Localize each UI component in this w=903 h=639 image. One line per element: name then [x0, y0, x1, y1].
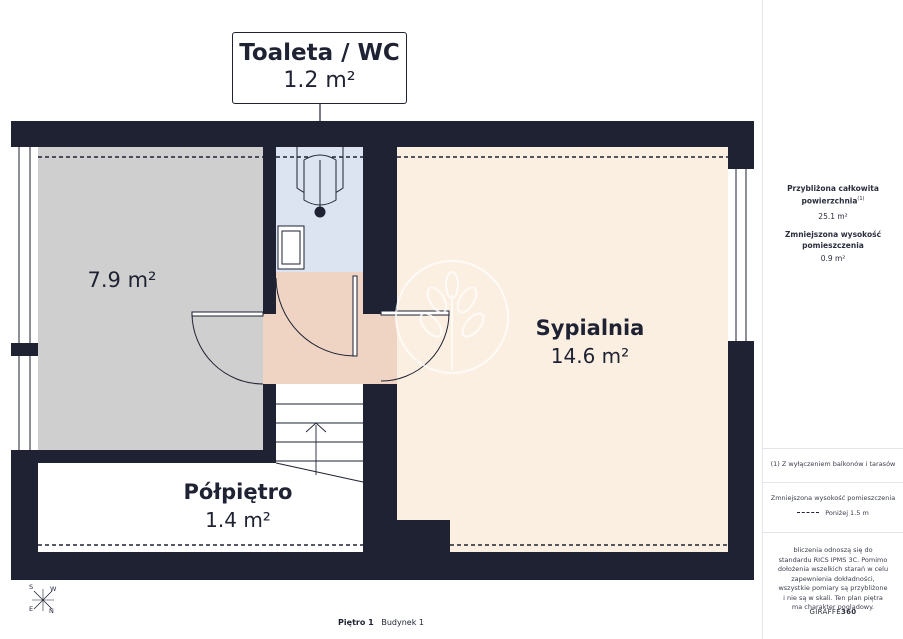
hallway-floor: [276, 272, 363, 384]
toilet-title: Toaleta / WC: [239, 40, 400, 66]
info-panel: Przybliżona całkowita powierzchnia(1) 25…: [762, 0, 903, 639]
room-left-floor: [38, 147, 263, 450]
hallway-opening-right: [363, 314, 397, 384]
landing-label: Półpiętro 1.4 m²: [170, 478, 306, 534]
door-left: [191, 311, 264, 385]
floor-level: Piętro 1: [338, 618, 374, 627]
watermark-logo: [395, 260, 509, 374]
door-bedroom: [380, 310, 450, 382]
brand-num: 360: [840, 608, 857, 616]
toilet-fixture: [296, 147, 344, 218]
legend-item-text: Poniżej 1.5 m: [825, 508, 869, 517]
room-left-label: 7.9 m²: [62, 266, 182, 294]
legend-block: Zmniejszona wysokość pomieszczenia Poniż…: [769, 494, 897, 518]
legend-title: Zmniejszona wysokość pomieszczenia: [770, 494, 896, 502]
toilet-area: 1.2 m²: [283, 68, 356, 93]
floor-building: Budynek 1: [381, 618, 424, 627]
total-area-value: 25.1 m²: [818, 211, 848, 221]
landing-area: 1.4 m²: [205, 508, 271, 532]
landing-title: Półpiętro: [183, 480, 293, 504]
legend-item: Poniżej 1.5 m: [769, 509, 897, 519]
window-right: [728, 169, 754, 341]
panel-divider-1: [763, 448, 903, 449]
compass-w: W: [50, 585, 57, 593]
compass-n: N: [49, 607, 54, 615]
floor-caption: Piętro 1 Budynek 1: [0, 618, 762, 627]
landing-floor: [38, 463, 363, 552]
compass-rose: S W E N: [26, 583, 60, 617]
staircase: [275, 403, 364, 483]
room-left-area: 7.9 m²: [87, 268, 157, 292]
window-left: [11, 147, 38, 450]
compass-icon: [32, 589, 54, 611]
brand-logo: GIRAFFE360: [769, 608, 897, 616]
panel-divider-3: [763, 532, 903, 533]
bedroom-title: Sypialnia: [535, 316, 645, 340]
disclaimer-text: bliczenia odnoszą się do standardu RICS …: [777, 546, 889, 611]
brand-name: GIRAFFE: [809, 608, 841, 616]
panel-divider-2: [763, 482, 903, 483]
sink-fixture: [277, 225, 305, 270]
reduced-area-value: 0.9 m²: [820, 253, 846, 263]
footnote-text: (1) Z wyłączeniem balkonów i tarasów: [770, 460, 896, 468]
door-toilet: [275, 275, 358, 357]
total-area-label: Przybliżona całkowita powierzchnia: [787, 184, 879, 206]
compass-s: S: [29, 583, 34, 591]
legend-dash-icon: [797, 512, 820, 513]
total-area-block: Przybliżona całkowita powierzchnia(1) 25…: [769, 183, 897, 264]
hallway-opening-left: [263, 314, 276, 384]
total-area-sup: (1): [857, 196, 865, 202]
bedroom-label: Sypialnia 14.6 m²: [520, 314, 660, 370]
reduced-area-label: Zmniejszona wysokość pomieszczenia: [784, 229, 882, 250]
toilet-callout: Toaleta / WC 1.2 m²: [232, 32, 407, 104]
compass-e: E: [29, 605, 34, 613]
wall-notch: [397, 520, 450, 552]
bedroom-area: 14.6 m²: [550, 344, 630, 368]
floor-plan: [11, 104, 754, 580]
